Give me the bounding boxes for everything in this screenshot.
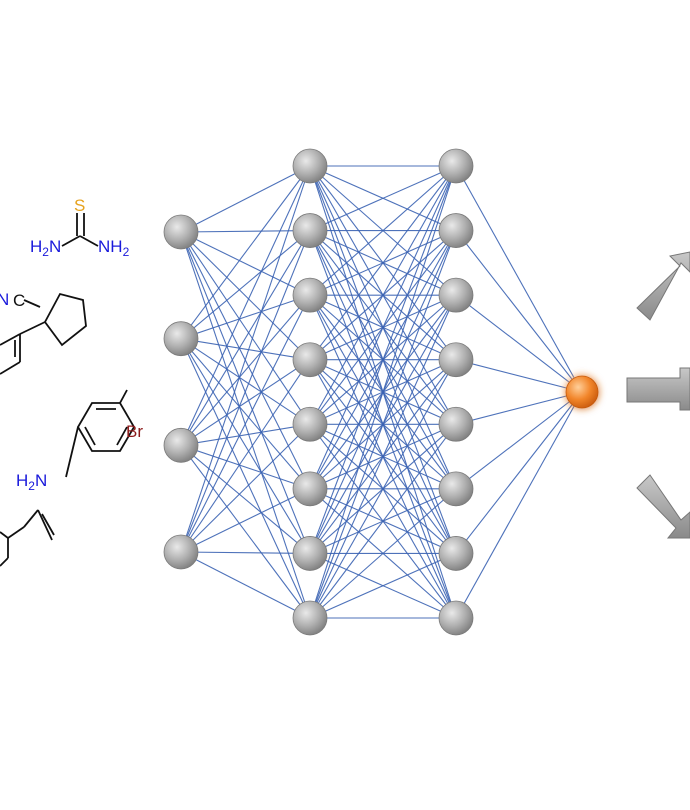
layer2-node-3 [438, 342, 474, 378]
nitrile-c-label: C [13, 291, 25, 310]
connection-l1-6-0 [309, 165, 457, 554]
molecule-bromoaniline [65, 389, 136, 478]
down-right-arrow [636, 474, 690, 539]
connection-l0-3-5 [180, 488, 311, 553]
connection-l1-7-3 [309, 359, 457, 619]
connection-l1-7-6 [309, 552, 457, 619]
connection-l1-7-0 [309, 165, 457, 619]
layer1-node-4 [292, 406, 328, 442]
layer2-node-4 [438, 406, 474, 442]
connection-l0-1-5 [180, 338, 311, 490]
connection-l0-2-7 [180, 445, 311, 619]
connection-l1-2-0 [309, 165, 457, 296]
connection-l0-0-3 [180, 231, 311, 361]
layer2-node-7 [438, 600, 474, 636]
connection-l0-3-3 [180, 359, 311, 553]
thiourea-left-amine-label: H2N [30, 237, 61, 259]
up-right-arrow [636, 251, 690, 321]
connection-l0-1-0 [180, 165, 311, 339]
connection-l0-1-7 [180, 338, 311, 619]
connection-l0-1-1 [180, 230, 311, 340]
layer1-node-2 [292, 277, 328, 313]
layer1-node-5 [292, 471, 328, 507]
network-nodes [163, 148, 599, 636]
connection-l0-2-4 [180, 423, 311, 446]
layer2-node-6 [438, 536, 474, 571]
connection-l1-7-2 [309, 294, 457, 619]
network-connections [180, 165, 583, 619]
layer0-node-2 [163, 427, 199, 463]
connection-l0-1-3 [180, 338, 311, 361]
connection-l0-1-4 [180, 338, 311, 425]
connection-l0-2-3 [180, 359, 311, 446]
connection-l0-1-6 [180, 338, 311, 554]
layer0-node-1 [163, 321, 199, 357]
right-arrow [626, 367, 690, 411]
thiourea-right-amine-label: NH2 [98, 237, 130, 259]
connection-l1-7-1 [309, 230, 457, 619]
connection-l1-5-0 [309, 165, 457, 490]
connection-l0-3-7 [180, 551, 311, 619]
connection-l2-7-0 [455, 391, 583, 619]
connection-l0-2-5 [180, 444, 311, 490]
layer2-node-5 [438, 471, 474, 507]
connection-l0-1-2 [180, 294, 311, 340]
connection-l2-6-0 [455, 391, 583, 554]
molecule-cyclopentane-nitrile [0, 292, 87, 375]
connection-l2-1-0 [455, 230, 583, 393]
layer1-node-7 [292, 600, 328, 636]
connection-l1-4-0 [309, 165, 457, 425]
connection-l0-0-7 [180, 231, 311, 619]
layer1-node-3 [292, 342, 328, 378]
bromoaniline-amine-label: H2N [16, 471, 47, 493]
layer1-node-0 [292, 148, 328, 184]
molecule-thiourea [61, 213, 99, 247]
output-node [565, 375, 599, 409]
nitrile-n-label: N [0, 290, 9, 309]
connection-l2-4-0 [455, 391, 583, 425]
sulfur-label: S [74, 196, 85, 215]
layer2-node-0 [438, 148, 474, 184]
layer2-node-1 [438, 213, 474, 248]
layer1-node-6 [292, 536, 328, 571]
connection-l0-0-4 [180, 231, 311, 425]
connection-l2-2-0 [455, 294, 583, 393]
connection-l0-3-6 [180, 551, 311, 554]
connection-l0-3-2 [180, 294, 311, 553]
layer0-node-0 [163, 214, 199, 250]
layer2-node-2 [438, 277, 474, 313]
connection-l1-3-0 [309, 165, 457, 361]
connection-l2-3-0 [455, 359, 583, 393]
connection-l0-0-0 [180, 165, 311, 233]
connection-l1-1-0 [309, 165, 457, 232]
connection-l0-3-4 [180, 423, 311, 553]
connection-l0-2-2 [180, 294, 311, 446]
layer0-node-3 [163, 534, 199, 570]
connection-l0-3-1 [180, 230, 311, 553]
connection-l0-3-0 [180, 165, 311, 553]
connection-l0-2-0 [180, 165, 311, 446]
connection-l2-0-0 [455, 165, 583, 393]
connection-l0-2-1 [180, 230, 311, 446]
molecule-styrene [0, 509, 55, 567]
layer1-node-1 [292, 213, 328, 248]
connection-l1-7-5 [309, 488, 457, 619]
connection-l2-5-0 [455, 391, 583, 490]
connection-l0-0-1 [180, 230, 311, 233]
connection-l0-2-6 [180, 444, 311, 554]
connection-l1-7-4 [309, 423, 457, 619]
bromine-label: Br [126, 422, 143, 441]
